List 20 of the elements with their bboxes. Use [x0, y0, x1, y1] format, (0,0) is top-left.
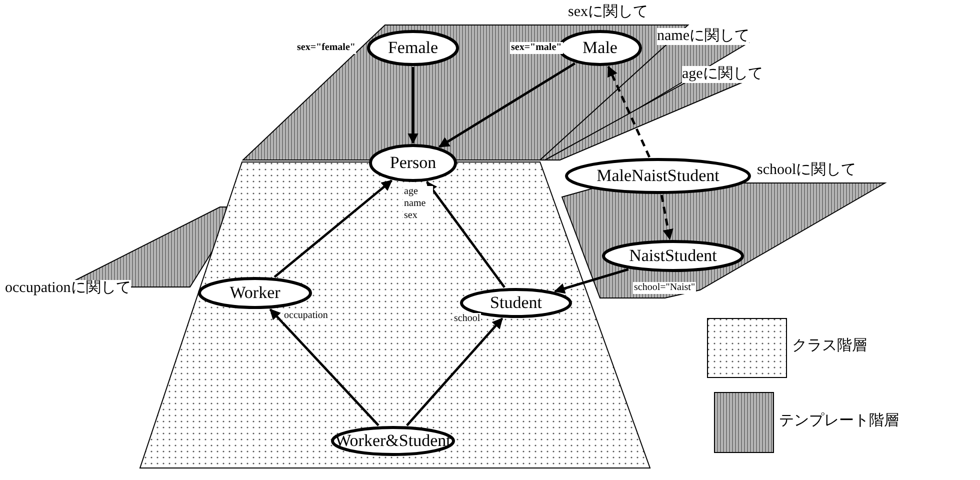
class-ellipse: Female [367, 30, 459, 66]
plane-label: schoolに関して [757, 162, 856, 179]
arrow [408, 67, 418, 144]
arrow [607, 66, 650, 158]
attribute-label: school [453, 313, 482, 325]
arrow [660, 194, 674, 240]
attribute-label: sex="female" [296, 42, 356, 54]
attribute-label: sex="male" [510, 42, 563, 54]
class-ellipse: NaistStudent [602, 240, 744, 272]
plane-label: ageに関して [682, 66, 763, 83]
class-ellipse: Worker [198, 277, 312, 309]
attribute-label: occupation [283, 310, 329, 322]
plane-label: nameに関して [657, 28, 750, 45]
legend-label: クラス階層 [792, 338, 867, 355]
plane-label: sexに関して [568, 4, 648, 21]
attribute-label: school="Naist" [633, 282, 696, 294]
class-ellipse: Person [369, 144, 457, 182]
legend-label: テンプレート階層 [779, 412, 899, 430]
plane-label: occupationに関して [5, 280, 131, 297]
class-ellipse: MaleNaistStudent [565, 158, 751, 194]
